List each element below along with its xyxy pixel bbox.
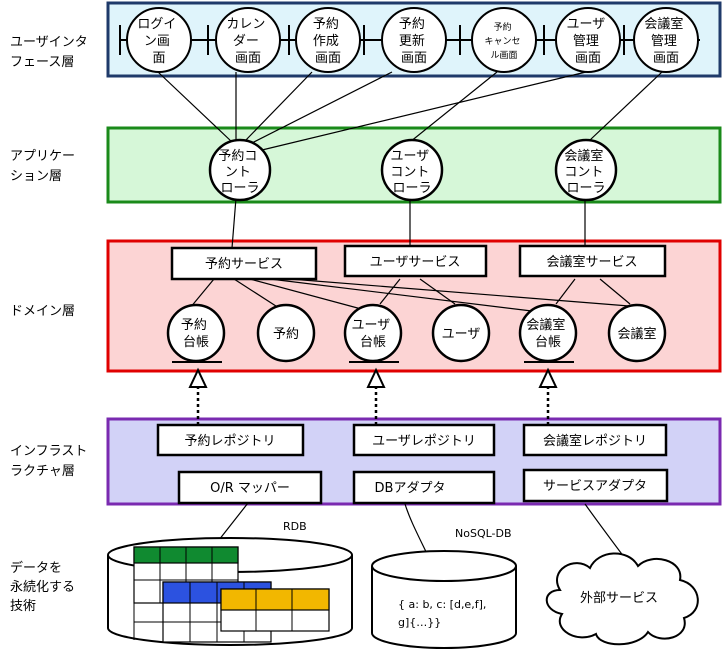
screen-reservation-create: 予約 作成 画面 bbox=[295, 7, 361, 73]
repository-user: ユーザレポジトリ bbox=[352, 423, 496, 457]
controller-service-links bbox=[231, 197, 586, 249]
screen-reservation-update: 予約 更新 画面 bbox=[381, 7, 447, 73]
repository-realization-arrows bbox=[188, 367, 558, 425]
svg-text:ユーザ: ユーザ bbox=[442, 327, 481, 342]
service-user: ユーザサービス bbox=[343, 244, 488, 278]
service-reservation: 予約サービス bbox=[170, 246, 318, 281]
svg-text:予約: 予約 bbox=[273, 327, 299, 342]
svg-text:会議室: 会議室 bbox=[617, 326, 656, 342]
nosql-store: NoSQL-DB { a: b, c: [d,e,f], g]{…}} bbox=[371, 527, 517, 649]
screen-user-management: ユーザ 管理 画面 bbox=[555, 7, 621, 73]
app-layer-label: アプリケー ション層 bbox=[10, 149, 79, 184]
screen-reservation-cancel: 予約 キャンセ ル画面 bbox=[471, 7, 537, 73]
screen-room-management: 会議室 管理 画面 bbox=[633, 7, 699, 73]
repository-boxes: 予約レポジトリ ユーザレポジトリ 会議室レポジトリ bbox=[156, 423, 668, 457]
controller-room: 会議室 コント ローラ bbox=[554, 138, 618, 202]
rdb-store: RDB bbox=[107, 520, 353, 646]
svg-text:予約サービス: 予約サービス bbox=[205, 257, 283, 272]
entity-room: 会議室 bbox=[607, 303, 667, 363]
service-entity-links bbox=[189, 278, 631, 313]
persist-layer-label: データを 永続化する 技術 bbox=[10, 560, 79, 614]
screen-controller-links bbox=[157, 71, 663, 151]
infra-layer-label: インフラスト ラクチャ層 bbox=[10, 444, 92, 479]
entity-user: ユーザ bbox=[431, 303, 491, 363]
svg-text:ユーザレポジトリ: ユーザレポジトリ bbox=[372, 434, 476, 449]
svg-text:予約 キャンセ ル画面: 予約 キャンセ ル画面 bbox=[485, 21, 524, 61]
adapter-boxes: O/R マッパー DBアダプタ サービスアダプタ bbox=[177, 468, 669, 505]
svg-text:会議室 管理 画面: 会議室 管理 画面 bbox=[644, 16, 687, 66]
entity-reservation-ledger: 予約 台帳 bbox=[166, 303, 226, 363]
svg-text:会議室 コント ローラ: 会議室 コント ローラ bbox=[564, 148, 607, 196]
screen-login: ログイ ン画 面 bbox=[126, 7, 192, 73]
svg-text:予約レポジトリ: 予約レポジトリ bbox=[184, 434, 275, 449]
rdb-table-grid-stub bbox=[133, 603, 163, 640]
entity-reservation: 予約 bbox=[256, 303, 316, 363]
svg-text:DBアダプタ: DBアダプタ bbox=[375, 481, 446, 496]
service-room: 会議室サービス bbox=[518, 244, 667, 278]
repository-room: 会議室レポジトリ bbox=[522, 423, 668, 457]
external-service-cloud: 外部サービス bbox=[545, 552, 699, 646]
service-boxes: 予約サービス ユーザサービス 会議室サービス bbox=[170, 244, 667, 281]
entity-user-ledger: ユーザ 台帳 bbox=[343, 303, 403, 363]
svg-text:ユーザ 管理 画面: ユーザ 管理 画面 bbox=[567, 17, 610, 66]
svg-text:サービスアダプタ: サービスアダプタ bbox=[543, 479, 647, 494]
domain-layer-label: ドメイン層 bbox=[10, 304, 75, 319]
nosql-label: NoSQL-DB bbox=[455, 527, 512, 540]
nosql-document-text: { a: b, c: [d,e,f], g]{…}} bbox=[398, 598, 490, 629]
screen-calendar: カレン ダー 画面 bbox=[215, 7, 281, 73]
adapter-service: サービスアダプタ bbox=[522, 468, 669, 503]
svg-text:会議室サービス: 会議室サービス bbox=[546, 254, 637, 270]
adapter-or-mapper: O/R マッパー bbox=[177, 470, 323, 505]
svg-text:O/R マッパー: O/R マッパー bbox=[210, 481, 290, 496]
svg-text:予約 更新 画面: 予約 更新 画面 bbox=[399, 17, 429, 66]
entity-room-ledger: 会議室 台帳 bbox=[518, 303, 578, 363]
svg-text:予約 作成 画面: 予約 作成 画面 bbox=[313, 17, 343, 66]
screen-nodes: ログイ ン画 面 カレン ダー 画面 予約 作成 画面 予約 bbox=[126, 7, 699, 73]
svg-text:予約 台帳: 予約 台帳 bbox=[181, 318, 211, 350]
controller-reservation: 予約コ ント ローラ bbox=[208, 138, 272, 202]
svg-text:ユーザ 台帳: ユーザ 台帳 bbox=[352, 318, 395, 350]
external-service-label: 外部サービス bbox=[580, 591, 658, 606]
svg-text:ユーザサービス: ユーザサービス bbox=[370, 255, 461, 270]
adapter-db: DBアダプタ bbox=[352, 470, 496, 505]
rdb-table-yellow bbox=[220, 588, 330, 632]
svg-text:会議室レポジトリ: 会議室レポジトリ bbox=[543, 433, 647, 449]
svg-text:カレン ダー 画面: カレン ダー 画面 bbox=[226, 17, 269, 66]
ui-layer-label: ユーザインタ フェース層 bbox=[10, 35, 92, 70]
repository-reservation: 予約レポジトリ bbox=[156, 423, 305, 457]
svg-text:ログイ ン画 面: ログイ ン画 面 bbox=[137, 17, 180, 66]
entity-nodes: 予約 台帳 予約 ユーザ 台帳 ユーザ 会議室 台帳 bbox=[166, 303, 667, 363]
svg-text:ユーザ コント ローラ: ユーザ コント ローラ bbox=[390, 149, 433, 196]
rdb-label: RDB bbox=[283, 520, 307, 533]
controller-nodes: 予約コ ント ローラ ユーザ コント ローラ 会議室 コント ローラ bbox=[208, 138, 618, 202]
svg-text:会議室 台帳: 会議室 台帳 bbox=[526, 317, 569, 350]
controller-user: ユーザ コント ローラ bbox=[380, 138, 444, 202]
svg-text:予約コ ント ローラ: 予約コ ント ローラ bbox=[218, 149, 261, 196]
